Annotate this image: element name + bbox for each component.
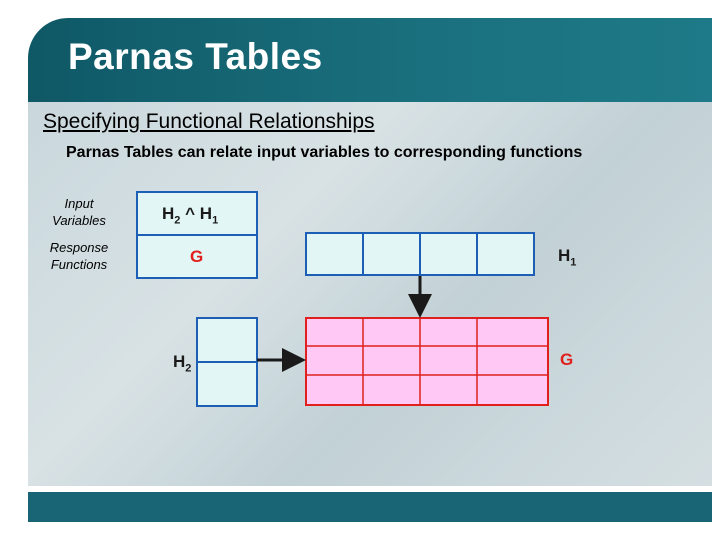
slide-description: Parnas Tables can relate input variables… xyxy=(66,144,583,161)
h2-label: H2 xyxy=(173,352,192,375)
slide-subtitle: Specifying Functional Relationships xyxy=(43,110,375,133)
g-left-label: G xyxy=(190,247,204,266)
header-expression: H2 ^ H1 xyxy=(162,204,219,227)
h1-label: H1 xyxy=(558,246,577,269)
g-grid-box xyxy=(305,317,549,406)
g-grid xyxy=(305,317,549,406)
slide-title: Parnas Tables xyxy=(68,36,323,77)
header-bar xyxy=(28,18,712,102)
input-variables-label: Input Variables xyxy=(52,196,106,228)
h2-column xyxy=(196,317,258,407)
h1-row xyxy=(305,232,535,276)
content-background xyxy=(28,102,712,486)
footer-bar xyxy=(28,492,712,522)
g-right-label: G xyxy=(560,350,574,369)
response-functions-label: Response Functions xyxy=(49,240,109,272)
